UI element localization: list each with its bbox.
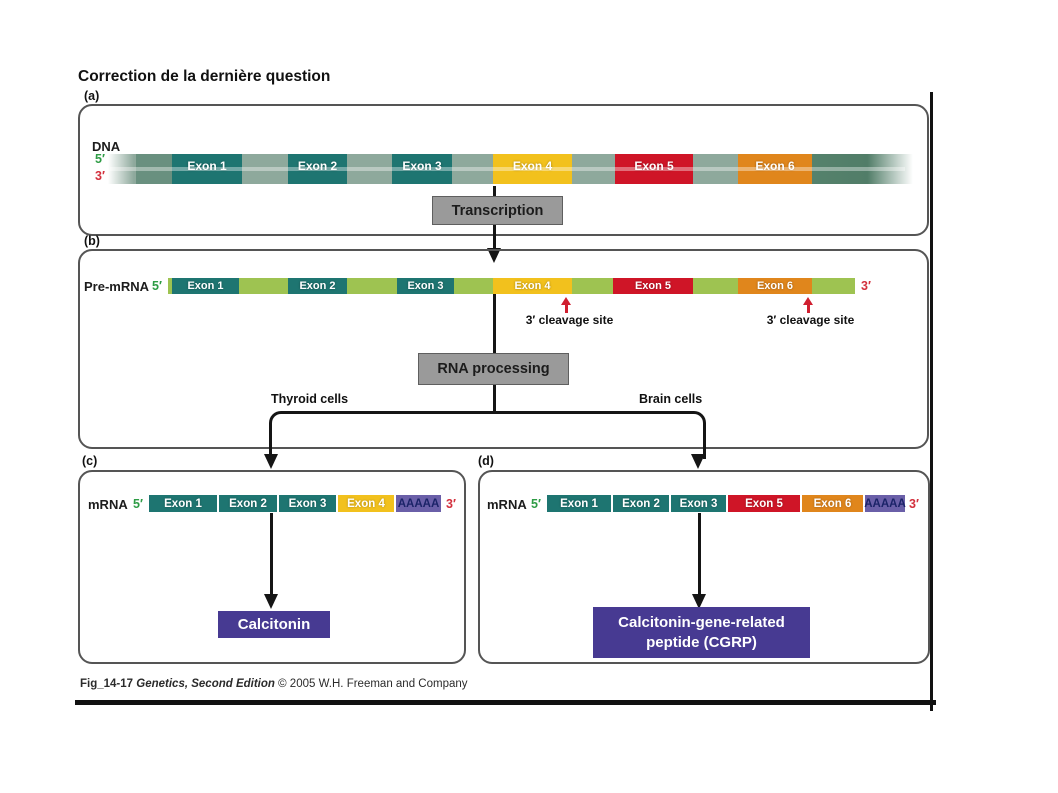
dna-upstream-region xyxy=(136,154,172,184)
mrna-c-exon-1: Exon 1 xyxy=(149,495,217,512)
dna-exon-2: Exon 2 xyxy=(288,154,347,184)
mrna-d-exon-6: Exon 6 xyxy=(802,495,863,512)
mrna-c-five-prime-label: 5′ xyxy=(133,497,143,511)
panel-d xyxy=(478,470,930,664)
dna-exon-5-label: Exon 5 xyxy=(634,158,674,173)
branch-arrow-right-head xyxy=(691,454,705,469)
premrna-exon-1: Exon 1 xyxy=(172,278,239,294)
premrna-exon-6: Exon 6 xyxy=(738,278,812,294)
dna-exon-3-label: Exon 3 xyxy=(402,158,442,173)
mrna-d-label: mRNA xyxy=(487,497,527,512)
dna-exon-3: Exon 3 xyxy=(392,154,452,184)
rna-processing-box: RNA processing xyxy=(418,353,569,385)
rna-processing-label: RNA processing xyxy=(437,361,550,377)
cleavage-arrow-left-stem xyxy=(565,304,568,313)
dna-exon-4-label: Exon 4 xyxy=(512,158,553,173)
mrna-d-three-prime-label: 3′ xyxy=(909,497,919,511)
mrna-d-five-prime-label: 5′ xyxy=(531,497,541,511)
figure-caption: Fig_14-17 Genetics, Second Edition © 200… xyxy=(80,678,468,690)
bottom-rule xyxy=(75,700,936,705)
cgrp-arrow-head xyxy=(692,594,706,609)
panel-d-label: (d) xyxy=(478,454,494,468)
cgrp-label: Calcitonin-gene-related peptide (CGRP) xyxy=(618,614,785,651)
mrna-d-bar: Exon 1 Exon 2 Exon 3 Exon 5 Exon 6 AAAAA xyxy=(547,495,906,512)
calcitonin-box: Calcitonin xyxy=(218,611,330,638)
transcription-arrow-head xyxy=(487,248,501,263)
premrna-exon-1-label: Exon 1 xyxy=(187,280,224,292)
premrna-label: Pre-mRNA xyxy=(84,279,150,294)
transcription-label: Transcription xyxy=(451,202,544,219)
cleavage-site-left-label: 3′ cleavage site xyxy=(525,313,614,327)
mrna-d-exon-3: Exon 3 xyxy=(671,495,726,512)
dna-strand-divider xyxy=(110,167,905,171)
rna-processing-line-top xyxy=(493,294,496,354)
panel-c-label: (c) xyxy=(82,454,98,468)
dna-exon-2-label: Exon 2 xyxy=(297,158,338,173)
dna-exon-6-label: Exon 6 xyxy=(755,158,795,173)
mrna-c-exon-3: Exon 3 xyxy=(279,495,336,512)
right-rule xyxy=(930,92,933,711)
branch-brain-label: Brain cells xyxy=(639,392,703,406)
dna-left-fade xyxy=(108,154,134,184)
panel-a xyxy=(78,104,929,236)
premrna-exon-2: Exon 2 xyxy=(288,278,347,294)
calcitonin-arrow-line xyxy=(270,513,273,596)
cleavage-arrow-right-stem xyxy=(807,304,810,313)
dna-exon-1-label: Exon 1 xyxy=(187,158,227,173)
branch-bridge xyxy=(269,411,706,459)
mrna-c-bar: Exon 1 Exon 2 Exon 3 Exon 4 AAAAA xyxy=(149,495,441,512)
premrna-three-prime-label: 3′ xyxy=(861,279,871,293)
mrna-c-exon-2: Exon 2 xyxy=(219,495,277,512)
branch-arrow-left-head xyxy=(264,454,278,469)
panel-a-label: (a) xyxy=(84,89,100,103)
calcitonin-label: Calcitonin xyxy=(237,615,311,633)
premrna-exon-6-label: Exon 6 xyxy=(756,280,794,292)
mrna-c-poly-a-tail: AAAAA xyxy=(396,495,441,512)
dna-exon-5: Exon 5 xyxy=(615,154,693,184)
dna-label: DNA xyxy=(92,139,121,154)
premrna-exon-5-label: Exon 5 xyxy=(634,280,672,292)
premrna-exon-2-label: Exon 2 xyxy=(299,280,336,292)
branch-thyroid-label: Thyroid cells xyxy=(271,392,349,406)
mrna-d-exon-2: Exon 2 xyxy=(613,495,669,512)
mrna-d-exon-1: Exon 1 xyxy=(547,495,611,512)
cgrp-box: Calcitonin-gene-related peptide (CGRP) xyxy=(593,607,810,658)
dna-exon-4: Exon 4 xyxy=(493,154,572,184)
transcription-box: Transcription xyxy=(432,196,563,225)
calcitonin-arrow-head xyxy=(264,594,278,609)
panel-b xyxy=(78,249,929,449)
caption-copyright: © 2005 W.H. Freeman and Company xyxy=(278,678,468,690)
cleavage-site-right-label: 3′ cleavage site xyxy=(766,313,855,327)
mrna-c-three-prime-label: 3′ xyxy=(446,497,456,511)
panel-c xyxy=(78,470,466,664)
mrna-d-poly-a-tail: AAAAA xyxy=(864,495,906,512)
caption-fig-ref: Fig_14-17 xyxy=(80,678,134,690)
cgrp-arrow-line xyxy=(698,513,701,596)
premrna-bar: Exon 1 Exon 2 Exon 3 Exon 4 Exon 5 Exon … xyxy=(168,278,855,294)
dna-downstream-region xyxy=(812,154,913,184)
panel-b-label: (b) xyxy=(84,234,100,248)
premrna-exon-4: Exon 4 xyxy=(493,278,572,294)
mrna-c-exon-4: Exon 4 xyxy=(338,495,394,512)
mrna-d-exon-5: Exon 5 xyxy=(728,495,800,512)
dna-bar: Exon 1 Exon 2 Exon 3 Exon 4 Exon 5 Exon … xyxy=(108,154,913,184)
cleavage-arrow-left-icon xyxy=(561,297,571,305)
premrna-exon-3-label: Exon 3 xyxy=(407,280,444,292)
page-title: Correction de la dernière question xyxy=(78,68,331,85)
dna-five-prime-label: 5′ xyxy=(95,152,105,166)
dna-exon-6: Exon 6 xyxy=(738,154,812,184)
premrna-exon-5: Exon 5 xyxy=(613,278,693,294)
premrna-exon-4-label: Exon 4 xyxy=(514,280,551,292)
cleavage-arrow-right-icon xyxy=(803,297,813,305)
premrna-exon-3: Exon 3 xyxy=(397,278,454,294)
caption-book-title: Genetics, Second Edition xyxy=(136,678,275,690)
dna-exon-1: Exon 1 xyxy=(172,154,242,184)
mrna-c-label: mRNA xyxy=(88,497,128,512)
premrna-five-prime-label: 5′ xyxy=(152,279,162,293)
rna-processing-line-bottom xyxy=(493,382,496,412)
dna-three-prime-label: 3′ xyxy=(95,169,105,183)
